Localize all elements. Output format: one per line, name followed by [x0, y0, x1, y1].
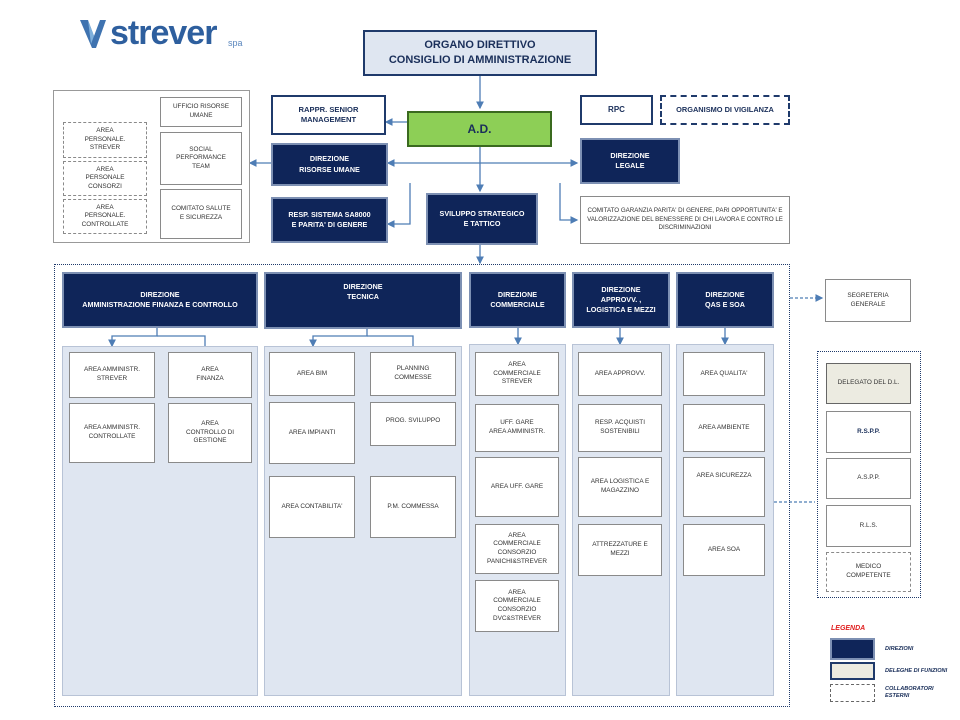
comitato-parita-box: COMITATO GARANZIA PARITA' DI GENERE, PAR…	[580, 196, 790, 244]
sviluppo-strategico: SVILUPPO STRATEGICO E TATTICO	[426, 193, 538, 245]
legend-swatch-collaboratori	[830, 684, 875, 702]
rls: R.L.S.	[826, 505, 911, 547]
direzione-risorse-umane: DIREZIONE RISORSE UMANE	[271, 143, 388, 186]
prog-sviluppo: PROG. SVILUPPO	[370, 402, 456, 446]
legend-swatch-direzioni	[830, 638, 875, 660]
medico-competente: MEDICO COMPETENTE	[826, 552, 911, 592]
area-amministr-controllate: AREA AMMINISTR. CONTROLLATE	[69, 403, 155, 463]
qas-column-bg	[676, 344, 774, 696]
area-controllo-gestione: AREA CONTROLLO DI GESTIONE	[168, 403, 252, 463]
resp-acquisti-sostenibili: RESP. ACQUISTI SOSTENIBILI	[578, 404, 662, 452]
direzione-approvv: DIREZIONE APPROVV. , LOGISTICA E MEZZI	[572, 272, 670, 328]
segreteria-generale: SEGRETERIA GENERALE	[825, 279, 911, 322]
vigilanza-box: ORGANISMO DI VIGILANZA	[660, 95, 790, 125]
area-ambiente: AREA AMBIENTE	[683, 404, 765, 452]
legend-collaboratori-label: COLLABORATORI ESTERNI	[885, 686, 934, 700]
ad-box: A.D.	[407, 111, 552, 147]
strever-logo-icon	[80, 20, 106, 48]
legend-swatch-deleghe	[830, 662, 875, 680]
social-performance-team: SOCIAL PERFORMANCE TEAM	[160, 132, 242, 185]
area-commerciale-dvc: AREA COMMERCIALE CONSORZIO DVC&STREVER	[475, 580, 559, 632]
logo: strever spa	[78, 14, 248, 56]
directions-container	[54, 264, 790, 707]
comitato-salute-sicurezza: COMITATO SALUTE E SICUREZZA	[160, 189, 242, 239]
area-personale-controllate: AREA PERSONALE. CONTROLLATE	[63, 199, 147, 234]
logo-suffix: spa	[228, 38, 243, 48]
commerciale-column-bg	[469, 344, 566, 696]
area-personale-strever: AREA PERSONALE. STREVER	[63, 122, 147, 158]
area-approvv: AREA APPROVV.	[578, 352, 662, 396]
area-commerciale-panichi: AREA COMMERCIALE CONSORZIO PANICHI&STREV…	[475, 524, 559, 574]
direzione-legale: DIREZIONE LEGALE	[580, 138, 680, 184]
area-commerciale-strever: AREA COMMERCIALE STREVER	[475, 352, 559, 396]
area-impianti: AREA IMPIANTI	[269, 402, 355, 464]
rpc-box: RPC	[580, 95, 653, 125]
legend-title: LEGENDA	[831, 625, 866, 632]
legend-direzioni-label: DIREZIONI	[885, 646, 914, 652]
safety-panel	[817, 351, 921, 598]
direzione-commerciale: DIREZIONE COMMERCIALE	[469, 272, 566, 328]
ufficio-risorse-umane: UFFICIO RISORSE UMANE	[160, 97, 242, 127]
uff-gare-area-amministr: UFF. GARE AREA AMMINISTR.	[475, 404, 559, 452]
area-finanza: AREA FINANZA	[168, 352, 252, 398]
rspp: R.S.P.P.	[826, 411, 911, 453]
attrezzature-mezzi: ATTREZZATURE E MEZZI	[578, 524, 662, 576]
area-bim: AREA BIM	[269, 352, 355, 396]
area-sicurezza: AREA SICUREZZA	[683, 457, 765, 517]
delegato-dl: DELEGATO DEL D.L.	[826, 363, 911, 404]
direzione-afc: DIREZIONE AMMINISTRAZIONE FINANZA E CONT…	[62, 272, 258, 328]
aspp: A.S.P.P.	[826, 458, 911, 499]
approvv-column-bg	[572, 344, 670, 696]
organo-direttivo-box: ORGANO DIRETTIVO CONSIGLIO DI AMMINISTRA…	[363, 30, 597, 76]
area-logistica-magazzino: AREA LOGISTICA E MAGAZZINO	[578, 457, 662, 517]
area-amministr-strever: AREA AMMINISTR. STREVER	[69, 352, 155, 398]
legend-deleghe-label: DELEGHE DI FUNZIONI	[885, 668, 948, 674]
resp-sa8000: RESP. SISTEMA SA8000 E PARITA' DI GENERE	[271, 197, 388, 243]
afc-column-bg	[62, 346, 258, 696]
logo-text: strever	[110, 14, 217, 52]
direzione-tecnica: DIREZIONE TECNICA	[264, 272, 462, 329]
area-qualita: AREA QUALITA'	[683, 352, 765, 396]
rappr-senior-box: RAPPR. SENIOR MANAGEMENT	[271, 95, 386, 135]
pm-commessa: P.M. COMMESSA	[370, 476, 456, 538]
area-uff-gare: AREA UFF. GARE	[475, 457, 559, 517]
area-contabilita: AREA CONTABILITA'	[269, 476, 355, 538]
area-soa: AREA SOA	[683, 524, 765, 576]
area-personale-consorzi: AREA PERSONALE CONSORZI	[63, 161, 147, 196]
direzione-qas: DIREZIONE QAS E SOA	[676, 272, 774, 328]
planning-commesse: PLANNING COMMESSE	[370, 352, 456, 396]
